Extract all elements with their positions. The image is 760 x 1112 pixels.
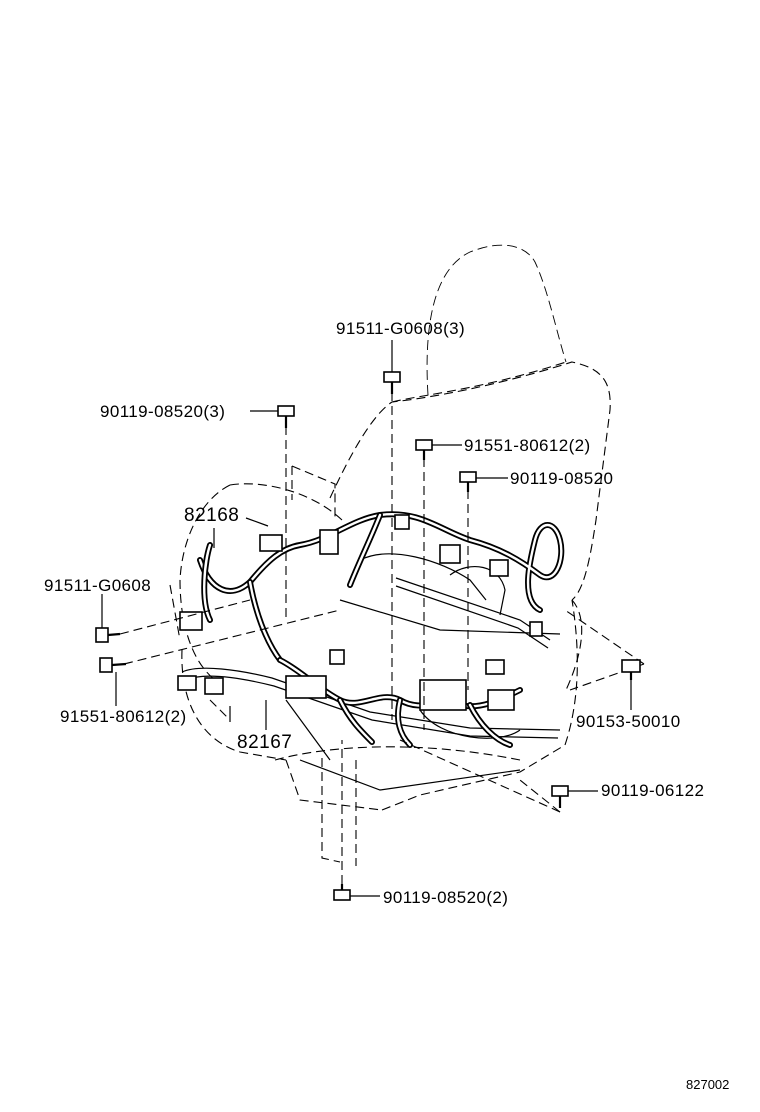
part-label-91511-G0608-3: 91511-G0608(3) xyxy=(336,319,465,338)
bolt-icon xyxy=(459,471,477,492)
part-label-90119-08520: 90119-08520 xyxy=(510,469,613,488)
part-label-90153-50010: 90153-50010 xyxy=(576,712,681,731)
bolt-icon xyxy=(551,785,569,808)
part-label-90119-06122: 90119-06122 xyxy=(601,781,704,800)
part-label-91551-80612-2-upper: 91551-80612(2) xyxy=(464,436,591,455)
part-label-90119-08520-3: 90119-08520(3) xyxy=(100,402,225,421)
wire-harness-82167 xyxy=(177,649,523,748)
fastener-guides xyxy=(119,392,645,884)
reference-label-82167: 82167 xyxy=(237,732,292,753)
bolt-icon xyxy=(383,371,401,394)
part-label-91551-80612-2-lower: 91551-80612(2) xyxy=(60,707,187,726)
fasteners xyxy=(95,371,641,901)
bolt-icon xyxy=(277,405,295,428)
bolt-icon xyxy=(95,627,121,643)
reference-label-82168: 82168 xyxy=(184,505,239,526)
bolt-icon xyxy=(99,657,127,673)
bolt-icon xyxy=(333,884,351,901)
part-labels: 91511-G0608(3) 90119-08520(3) 91551-8061… xyxy=(44,319,729,1092)
part-label-90119-08520-2: 90119-08520(2) xyxy=(383,888,508,907)
diagram-code: 827002 xyxy=(686,1077,729,1092)
leader-lines xyxy=(101,340,632,897)
bolt-icon xyxy=(621,659,641,680)
part-label-91511-G0608: 91511-G0608 xyxy=(44,576,151,595)
bolt-icon xyxy=(415,439,433,460)
seat-outline xyxy=(179,244,611,866)
wire-harness-82168 xyxy=(179,511,565,663)
